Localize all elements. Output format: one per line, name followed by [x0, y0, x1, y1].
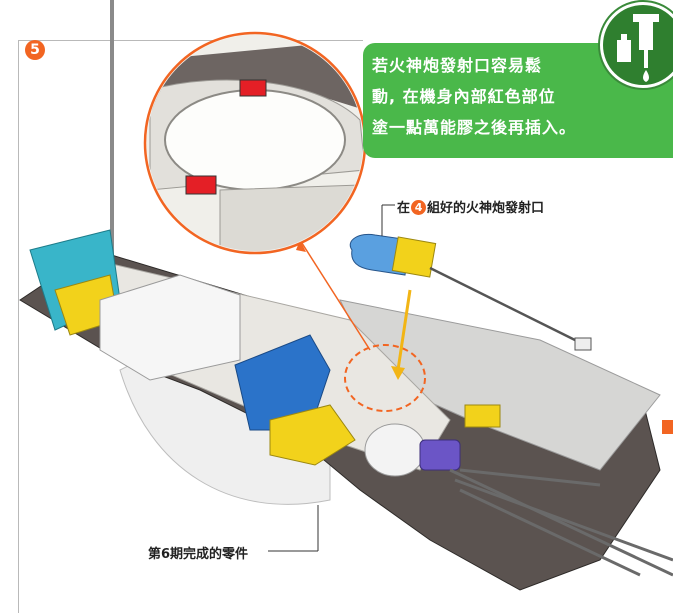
zoom-detail-circle — [143, 31, 367, 255]
corner-marker — [662, 420, 673, 434]
yellow-right-part — [464, 404, 501, 428]
glue-bottle-icon — [598, 0, 673, 90]
completed-parts-label: 第6期完成的零件 — [148, 547, 249, 562]
tip-line-3: 塗一點萬能膠之後再插入。 — [372, 118, 577, 137]
cannon-part-label-prefix: 在 — [397, 201, 411, 216]
purple-part — [419, 439, 461, 471]
white-block — [99, 274, 241, 381]
vulcan-cannon-part — [349, 233, 592, 351]
yellow-middle-part — [269, 404, 356, 466]
tip-text: 若火神炮發射口容易鬆 動, 在機身內部紅色部位 塗一點萬能膠之後再插入。 — [372, 50, 602, 143]
insert-arrow-head — [391, 366, 405, 380]
cables — [449, 468, 673, 577]
tip-line-1: 若火神炮發射口容易鬆 — [372, 56, 543, 75]
blue-part — [234, 334, 331, 431]
zoom-connector-arrow — [296, 240, 306, 252]
highlight-circle — [344, 344, 426, 412]
lower-hull-shell — [119, 359, 331, 505]
insert-arrow — [396, 289, 412, 371]
tip-line-2: 動, 在機身內部紅色部位 — [372, 87, 556, 106]
support-rod — [110, 0, 114, 300]
zoom-connector-line — [299, 239, 371, 351]
step-4-badge: 4 — [411, 200, 427, 215]
frame-top-line — [18, 40, 363, 41]
frame-left-line — [18, 40, 19, 613]
white-cylinder — [364, 423, 426, 477]
cannon-part-label-suffix: 組好的火神炮發射口 — [427, 201, 545, 216]
step-number-badge: 5 — [25, 40, 45, 60]
